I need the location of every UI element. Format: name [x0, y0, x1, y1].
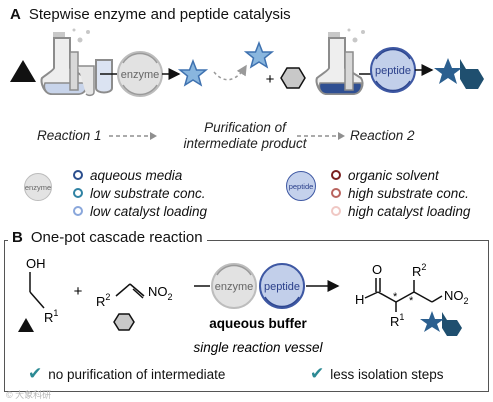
- legend-left-item-2: low substrate conc.: [73, 184, 207, 202]
- purification-label: Purification of intermediate product: [166, 120, 324, 152]
- svg-text:R2: R2: [96, 292, 110, 309]
- single-vessel-label: single reaction vessel: [193, 340, 323, 355]
- product-no2-subscript: 2: [464, 296, 469, 306]
- product-r2-superscript: 2: [421, 262, 426, 272]
- legend-right-item-2: high substrate conc.: [331, 184, 470, 202]
- r1-label: R: [44, 310, 53, 325]
- benefit-2-text: less isolation steps: [330, 366, 444, 382]
- svg-text:R1: R1: [390, 312, 404, 329]
- stereocenter-1-star: *: [393, 291, 398, 303]
- legend-dot-1: [73, 170, 83, 180]
- legend-right-item-1: organic solvent: [331, 166, 470, 184]
- legend-right: organic solvent high substrate conc. hig…: [331, 166, 470, 220]
- oh-label: OH: [26, 256, 46, 271]
- section-b-title: One-pot cascade reaction: [30, 229, 203, 246]
- product-star-hexagon-b-icon: [420, 311, 462, 336]
- legend-dot-5: [331, 188, 341, 198]
- cascade-scheme: OH R1 + R2 NO2 enzyme peptide: [18, 256, 469, 355]
- legend-left: aqueous media low substrate conc. low ca…: [73, 166, 207, 220]
- product-no2-label: NO: [444, 288, 464, 303]
- legend-dot-6: [331, 206, 341, 216]
- watermark-text: © 大象科研: [6, 390, 52, 400]
- section-b-letter: B: [12, 229, 23, 246]
- plus-sign: +: [266, 71, 275, 88]
- svg-text:NO2: NO2: [444, 288, 469, 306]
- legend-peptide-mini: peptide: [286, 171, 316, 201]
- substrate-triangle-b-icon: [18, 318, 34, 332]
- checkmark-icon: ✔: [310, 364, 325, 383]
- section-a-letter: A: [10, 6, 21, 23]
- legend-dot-3: [73, 206, 83, 216]
- enzyme-catalyst-circle-b: enzyme: [211, 263, 257, 309]
- stereocenter-2-star: *: [409, 295, 414, 307]
- product-r1-superscript: 1: [399, 312, 404, 322]
- benefit-1: ✔ no purification of intermediate: [28, 364, 225, 384]
- purification-line-2: intermediate product: [183, 136, 307, 151]
- peptide-label: peptide: [375, 65, 411, 77]
- product-r2-label: R: [412, 264, 421, 279]
- plus-sign-b: +: [74, 283, 83, 300]
- enzyme-label: enzyme: [121, 69, 160, 81]
- legend-right-item-3: high catalyst loading: [331, 202, 470, 220]
- r2-superscript: 2: [105, 292, 110, 302]
- enzyme-catalyst-circle: enzyme: [117, 51, 163, 97]
- alcohol-substrate-structure: OH R1: [18, 256, 58, 332]
- product-r1-label: R: [390, 314, 399, 329]
- svg-text:R2: R2: [412, 262, 426, 279]
- legend-left-item-1: aqueous media: [73, 166, 207, 184]
- peptide-catalyst-circle: peptide: [370, 47, 416, 93]
- substrate-triangle-icon: [10, 60, 36, 82]
- flow-arrow-2: [297, 132, 345, 140]
- stepwise-scheme: enzyme + peptide: [10, 28, 484, 97]
- section-b-box: [4, 240, 489, 392]
- legend-dot-2: [73, 188, 83, 198]
- product-h-label: H: [355, 292, 364, 307]
- peptide-label-b: peptide: [264, 281, 300, 293]
- r2-label: R: [96, 294, 105, 309]
- peptide-catalyst-circle-b: peptide: [259, 263, 305, 309]
- aqueous-buffer-label: aqueous buffer: [209, 316, 307, 331]
- intermediate-star-2-icon: [243, 40, 275, 69]
- flow-arrow-1: [109, 132, 157, 140]
- r1-superscript: 1: [53, 308, 58, 318]
- product-o-label: O: [372, 262, 382, 277]
- purification-line-1: Purification of: [204, 120, 286, 135]
- benefit-1-text: no purification of intermediate: [48, 366, 226, 382]
- flask-1-icon: [40, 28, 113, 97]
- section-a-title: Stepwise enzyme and peptide catalysis: [28, 6, 291, 23]
- no2-subscript: 2: [168, 292, 173, 302]
- transfer-dashed-arrow: [213, 64, 247, 81]
- reaction-2-label: Reaction 2: [350, 128, 415, 143]
- section-a-header: A Stepwise enzyme and peptide catalysis: [10, 6, 291, 23]
- legend-enzyme-mini: enzyme: [24, 173, 52, 201]
- svg-text:R1: R1: [44, 308, 58, 325]
- benefit-2: ✔ less isolation steps: [310, 364, 444, 384]
- product-star-hexagon-icon: [434, 58, 484, 89]
- svg-text:NO2: NO2: [148, 284, 173, 302]
- intermediate-star-icon: [177, 58, 209, 87]
- hexagon-substrate-b-icon: [113, 313, 135, 331]
- hexagon-substrate-icon: [280, 67, 306, 89]
- nitroalkene-structure: R2 NO2: [96, 283, 173, 331]
- legend-left-item-3: low catalyst loading: [73, 202, 207, 220]
- enzyme-label-b: enzyme: [215, 281, 254, 293]
- flask-2-icon: [315, 28, 365, 95]
- checkmark-icon: ✔: [28, 364, 43, 383]
- product-structure: O H * R1 * R2 NO2: [355, 262, 469, 329]
- section-b-header: B One-pot cascade reaction: [8, 229, 207, 246]
- no2-label: NO: [148, 284, 168, 299]
- reaction-1-label: Reaction 1: [37, 128, 102, 143]
- legend-dot-4: [331, 170, 341, 180]
